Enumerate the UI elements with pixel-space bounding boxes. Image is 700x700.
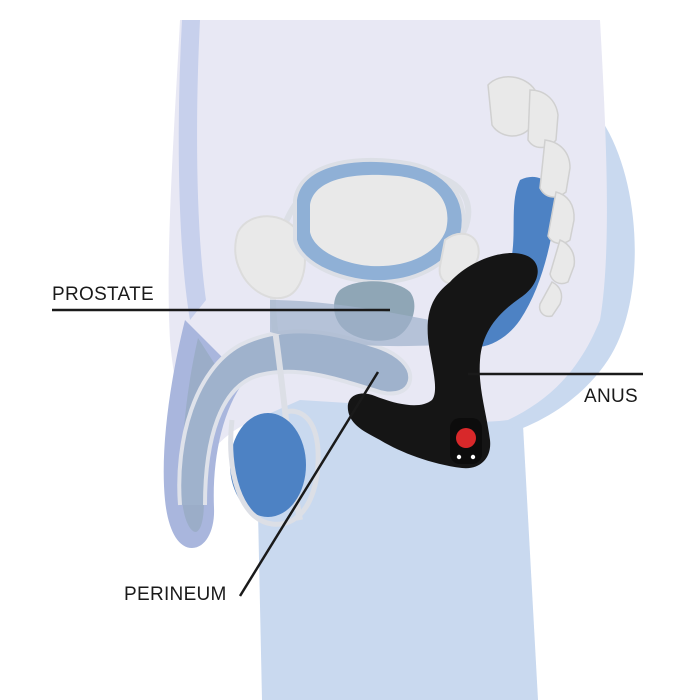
abdomen-edge bbox=[178, 20, 206, 320]
perineum-label: PERINEUM bbox=[124, 584, 227, 605]
rectum bbox=[465, 176, 556, 348]
device-power-button bbox=[456, 428, 476, 448]
perineum-leader-line bbox=[238, 371, 380, 597]
pubic-bone bbox=[234, 215, 306, 300]
anus-label: ANUS bbox=[584, 386, 638, 407]
device-indicator-left bbox=[456, 454, 462, 460]
pelvic-floor bbox=[270, 300, 440, 347]
urethra-path bbox=[177, 329, 413, 506]
device-indicator-right bbox=[470, 454, 476, 460]
scrotum-outline bbox=[228, 408, 321, 527]
prostate-label: PROSTATE bbox=[52, 284, 154, 305]
sacrum-spine bbox=[487, 76, 576, 318]
bladder-inner bbox=[310, 174, 448, 267]
prostate-massager bbox=[347, 253, 538, 469]
testicle bbox=[230, 413, 306, 517]
